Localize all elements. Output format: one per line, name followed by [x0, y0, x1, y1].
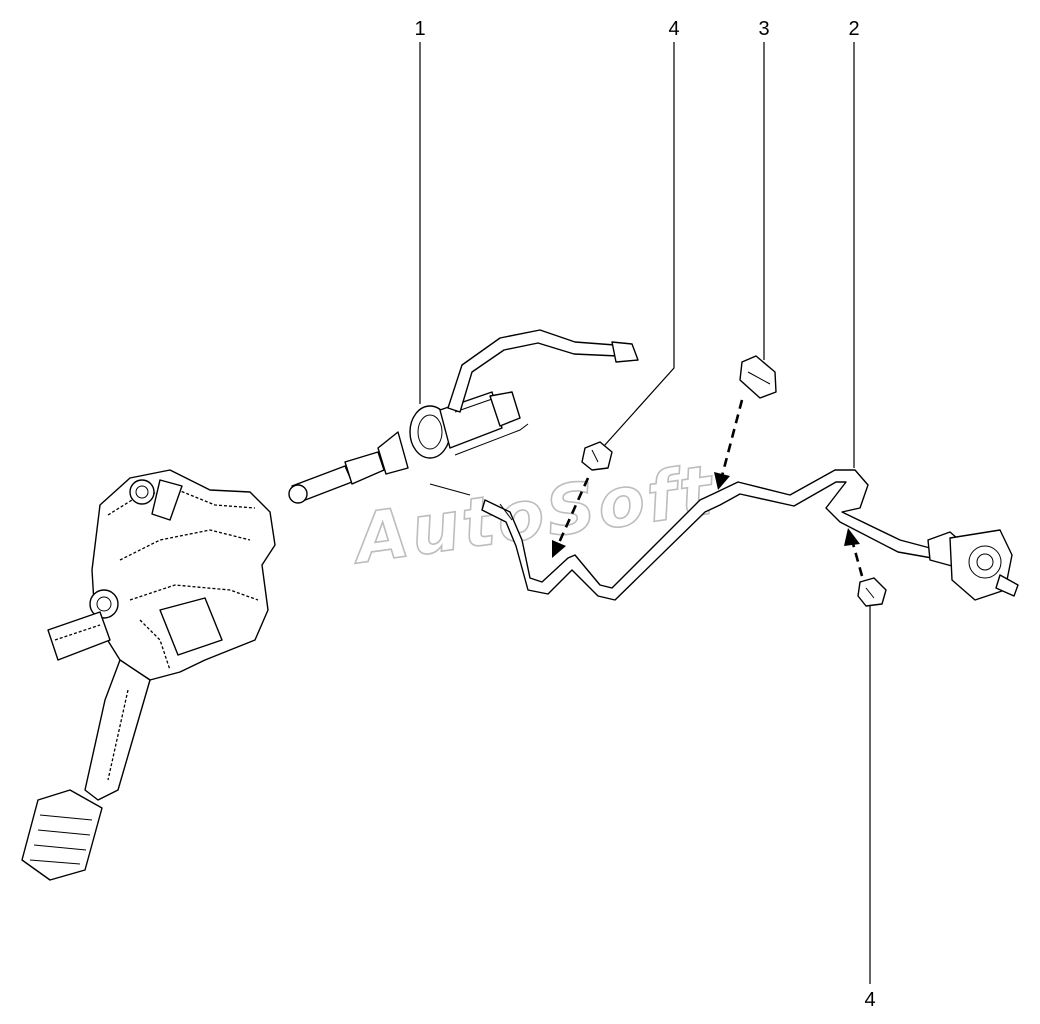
callout-labels: 1 4 3 2 4: [414, 18, 875, 1011]
callout-4-bottom: 4: [864, 989, 875, 1011]
watermark-text: AutoSoft: [346, 451, 720, 580]
assembly-arrows: [552, 399, 864, 577]
leader-lines: [419, 42, 871, 984]
callout-4-top: 4: [668, 18, 679, 40]
watermark: AutoSoft: [345, 450, 721, 581]
arrow-clip-upper-to-pipe: [556, 477, 590, 546]
leader-4-top: [603, 42, 675, 447]
arrow-clip-lower-to-pipe: [850, 539, 864, 577]
pipe-bracket: [739, 355, 777, 399]
callout-2: 2: [848, 18, 859, 40]
clutch-pedal-assembly: [21, 469, 276, 881]
pipe-clip-lower: [857, 577, 887, 607]
callout-3: 3: [758, 18, 769, 40]
arrow-bracket-to-pipe: [720, 399, 744, 477]
clutch-hydraulic-pipe: [481, 469, 1019, 601]
callout-1: 1: [414, 18, 425, 40]
pipe-clip-upper: [581, 441, 613, 471]
clutch-master-cylinder: [288, 329, 639, 504]
